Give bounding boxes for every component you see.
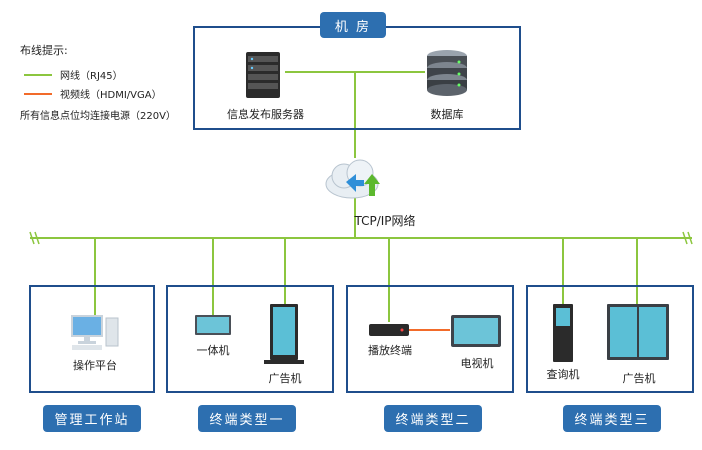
- database-label: 数据库: [430, 108, 464, 121]
- all-in-one-display-icon: [195, 315, 231, 335]
- legend-title: 布线提示:: [20, 44, 68, 57]
- media-player-box-icon: [369, 324, 409, 336]
- server-icon: [246, 52, 280, 98]
- device-label: 查询机: [546, 368, 580, 381]
- device-label: 广告机: [268, 372, 302, 385]
- group-title-management: 管理工作站: [43, 405, 141, 432]
- device-label: 操作平台: [73, 359, 117, 372]
- legend-item-video: 视频线（HDMI/VGA）: [24, 86, 162, 101]
- group-title-terminal-3: 终端类型三: [563, 405, 661, 432]
- network-label: TCP/IP网络: [354, 214, 416, 228]
- green-line-swatch: [24, 73, 52, 76]
- legend-label: 网线（RJ45）: [60, 71, 123, 82]
- cloud-network-icon: [325, 159, 380, 199]
- group-box-terminal-1: [166, 285, 334, 393]
- database-icon: [427, 50, 467, 96]
- group-box-terminal-2: [346, 285, 514, 393]
- device-label: 电视机: [460, 357, 494, 370]
- group-title-terminal-1: 终端类型一: [198, 405, 296, 432]
- device-label: 播放终端: [368, 344, 412, 357]
- group-title-terminal-2: 终端类型二: [384, 405, 482, 432]
- device-label: 广告机: [622, 372, 656, 385]
- television-icon: [451, 315, 501, 347]
- machine-room-title: 机 房: [320, 12, 386, 38]
- query-kiosk-icon: [553, 304, 573, 362]
- legend-item-network: 网线（RJ45）: [24, 67, 123, 82]
- desktop-computer-icon: [71, 315, 119, 350]
- orange-line-swatch: [24, 92, 52, 95]
- legend-label: 视频线（HDMI/VGA）: [60, 90, 162, 101]
- group-box-terminal-3: [526, 285, 694, 393]
- group-box-management: [29, 285, 155, 393]
- advertising-kiosk-icon: [264, 304, 304, 364]
- server-label: 信息发布服务器: [227, 108, 304, 121]
- advertising-display-icon: [607, 304, 669, 360]
- device-label: 一体机: [196, 344, 230, 357]
- legend-note: 所有信息点位均连接电源（220V）: [20, 111, 176, 122]
